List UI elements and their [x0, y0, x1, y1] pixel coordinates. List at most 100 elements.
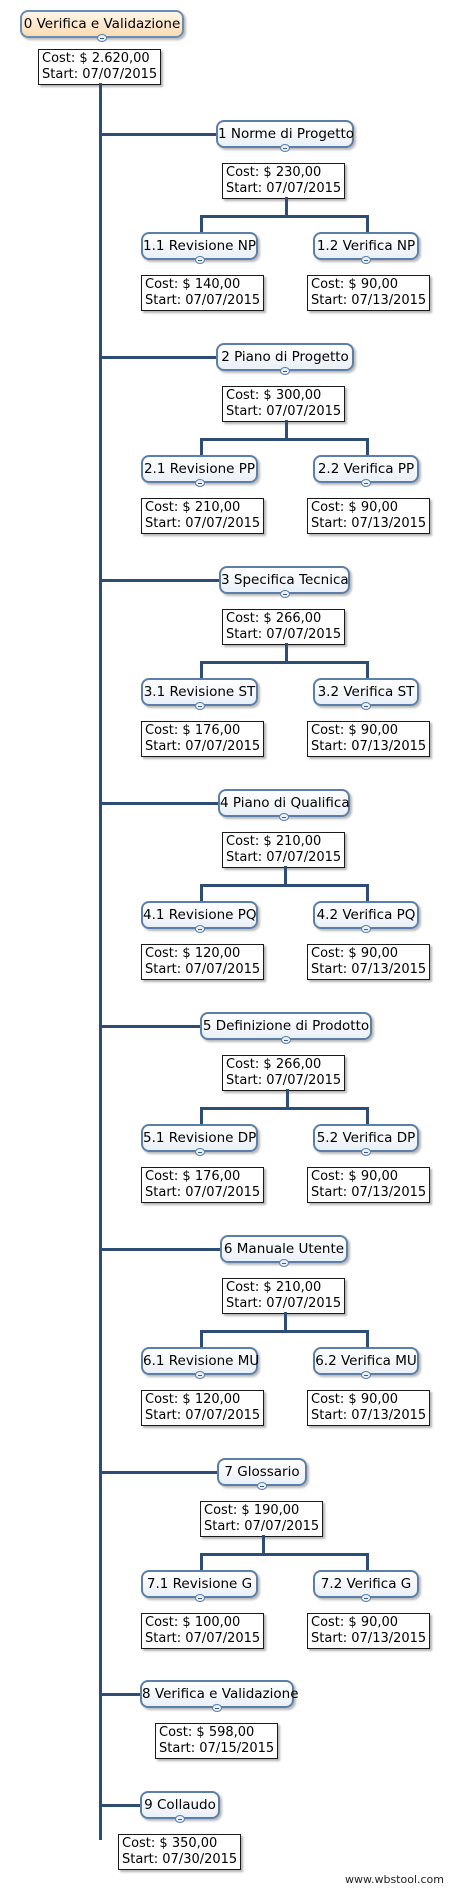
child-stem-line	[200, 1107, 203, 1124]
task-node-1-1[interactable]: 1.1 Revisione NP	[141, 232, 258, 264]
collapse-toggle-icon[interactable]	[361, 1594, 371, 1602]
start-date: Start: 07/07/2015	[145, 739, 261, 754]
task-node-6-1-label: 6.1 Revisione MU	[143, 1353, 260, 1369]
start-date: Start: 07/13/2015	[311, 516, 427, 531]
leaf-node-9[interactable]: 9 Collaudo	[140, 1791, 220, 1823]
collapse-toggle-icon[interactable]	[212, 1704, 222, 1712]
task-node-3-1[interactable]: 3.1 Revisione ST	[141, 678, 258, 710]
group-node-1[interactable]: 1 Norme di Progetto	[216, 120, 354, 152]
task-node-5-1[interactable]: 5.1 Revisione DP	[141, 1124, 258, 1156]
task-node-3-2-label: 3.2 Verifica ST	[317, 684, 415, 700]
task-node-6-1[interactable]: 6.1 Revisione MU	[141, 1347, 260, 1379]
task-node-3-1-label: 3.1 Revisione ST	[143, 684, 256, 700]
child-stem-line	[200, 884, 203, 901]
child-stem-line	[200, 1553, 203, 1570]
group-stem-line	[285, 420, 288, 438]
child-stem-line	[200, 438, 203, 455]
cost-value: Cost: $ 176,00	[145, 723, 241, 738]
task-node-2-1-label: 2.1 Revisione PP	[143, 461, 256, 477]
collapse-toggle-icon[interactable]	[279, 590, 290, 598]
collapse-toggle-icon[interactable]	[194, 925, 205, 933]
collapse-toggle-icon[interactable]	[194, 702, 205, 710]
collapse-toggle-icon[interactable]	[361, 702, 371, 710]
start-date: Start: 07/07/2015	[226, 850, 342, 865]
task-node-2-1[interactable]: 2.1 Revisione PP	[141, 455, 258, 487]
group-stem-line	[285, 643, 288, 661]
collapse-toggle-icon[interactable]	[175, 1815, 185, 1823]
collapse-toggle-icon[interactable]	[280, 367, 290, 375]
task-node-6-2[interactable]: 6.2 Verifica MU	[313, 1347, 419, 1379]
task-node-4-1-label: 4.1 Revisione PQ	[143, 907, 257, 923]
start-date: Start: 07/07/2015	[145, 293, 261, 308]
footer-credit: www.wbstool.com	[344, 1873, 444, 1886]
start-date: Start: 07/07/2015	[145, 1631, 261, 1646]
collapse-toggle-icon[interactable]	[361, 925, 371, 933]
leaf-node-8[interactable]: 8 Verifica e Validazione	[140, 1680, 299, 1712]
task-node-5-2[interactable]: 5.2 Verifica DP	[313, 1124, 419, 1156]
group-node-7[interactable]: 7 Glossario	[217, 1458, 307, 1490]
collapse-toggle-icon[interactable]	[361, 1371, 371, 1379]
child-stem-line	[366, 438, 369, 455]
group-node-6[interactable]: 6 Manuale Utente	[220, 1235, 348, 1267]
start-date: Start: 07/13/2015	[311, 739, 427, 754]
task-node-4-1[interactable]: 4.1 Revisione PQ	[141, 901, 258, 933]
task-node-3-2[interactable]: 3.2 Verifica ST	[313, 678, 419, 710]
child-connector-line	[200, 1330, 369, 1333]
branch-line	[99, 1025, 200, 1028]
start-date: Start: 07/13/2015	[311, 962, 427, 977]
branch-line	[99, 356, 216, 359]
collapse-toggle-icon[interactable]	[279, 1259, 289, 1267]
cost-value: Cost: $ 90,00	[311, 277, 399, 292]
root-node-label: 0 Verifica e Validazione	[23, 16, 181, 32]
cost-value: Cost: $ 100,00	[145, 1615, 241, 1630]
collapse-toggle-icon[interactable]	[361, 479, 371, 487]
collapse-toggle-icon[interactable]	[361, 256, 371, 264]
task-node-4-2[interactable]: 4.2 Verifica PQ	[313, 901, 419, 933]
collapse-toggle-icon[interactable]	[97, 34, 107, 42]
child-connector-line	[200, 884, 369, 887]
child-connector-line	[200, 1553, 369, 1556]
collapse-toggle-icon[interactable]	[279, 813, 289, 821]
group-node-3[interactable]: 3 Specifica Tecnica	[219, 566, 350, 598]
group-node-2[interactable]: 2 Piano di Progetto	[216, 343, 354, 375]
collapse-toggle-icon[interactable]	[194, 256, 205, 264]
collapse-toggle-icon[interactable]	[194, 1371, 205, 1379]
task-node-2-2[interactable]: 2.2 Verifica PP	[313, 455, 419, 487]
task-node-7-1[interactable]: 7.1 Revisione G	[141, 1570, 258, 1602]
group-node-5-label: 5 Definizione di Prodotto	[202, 1018, 370, 1034]
collapse-toggle-icon[interactable]	[281, 1036, 291, 1044]
leaf-node-8-label: 8 Verifica e Validazione	[142, 1686, 299, 1702]
collapse-toggle-icon[interactable]	[194, 1148, 205, 1156]
cost-value: Cost: $ 90,00	[311, 723, 399, 738]
cost-value: Cost: $ 300,00	[226, 388, 322, 403]
leaf-node-9-label: 9 Collaudo	[144, 1797, 216, 1813]
collapse-toggle-icon[interactable]	[194, 1594, 205, 1602]
cost-value: Cost: $ 90,00	[311, 500, 399, 515]
task-node-7-2[interactable]: 7.2 Verifica G	[313, 1570, 419, 1602]
cost-value: Cost: $ 350,00	[122, 1836, 218, 1851]
collapse-toggle-icon[interactable]	[257, 1482, 267, 1490]
root-node[interactable]: 0 Verifica e Validazione	[20, 10, 184, 42]
group-node-5[interactable]: 5 Definizione di Prodotto	[200, 1012, 372, 1044]
group-node-4[interactable]: 4 Piano di Qualifica	[218, 789, 350, 821]
child-connector-line	[200, 215, 369, 218]
start-date: Start: 07/13/2015	[311, 1185, 427, 1200]
group-stem-line	[285, 197, 288, 215]
collapse-toggle-icon[interactable]	[280, 144, 290, 152]
collapse-toggle-icon[interactable]	[194, 479, 205, 487]
start-date: Start: 07/07/2015	[145, 962, 261, 977]
start-date: Start: 07/07/2015	[226, 627, 342, 642]
group-node-3-label: 3 Specifica Tecnica	[221, 572, 349, 588]
collapse-toggle-icon[interactable]	[361, 1148, 371, 1156]
cost-value: Cost: $ 190,00	[204, 1503, 300, 1518]
task-node-1-2[interactable]: 1.2 Verifica NP	[313, 232, 419, 264]
